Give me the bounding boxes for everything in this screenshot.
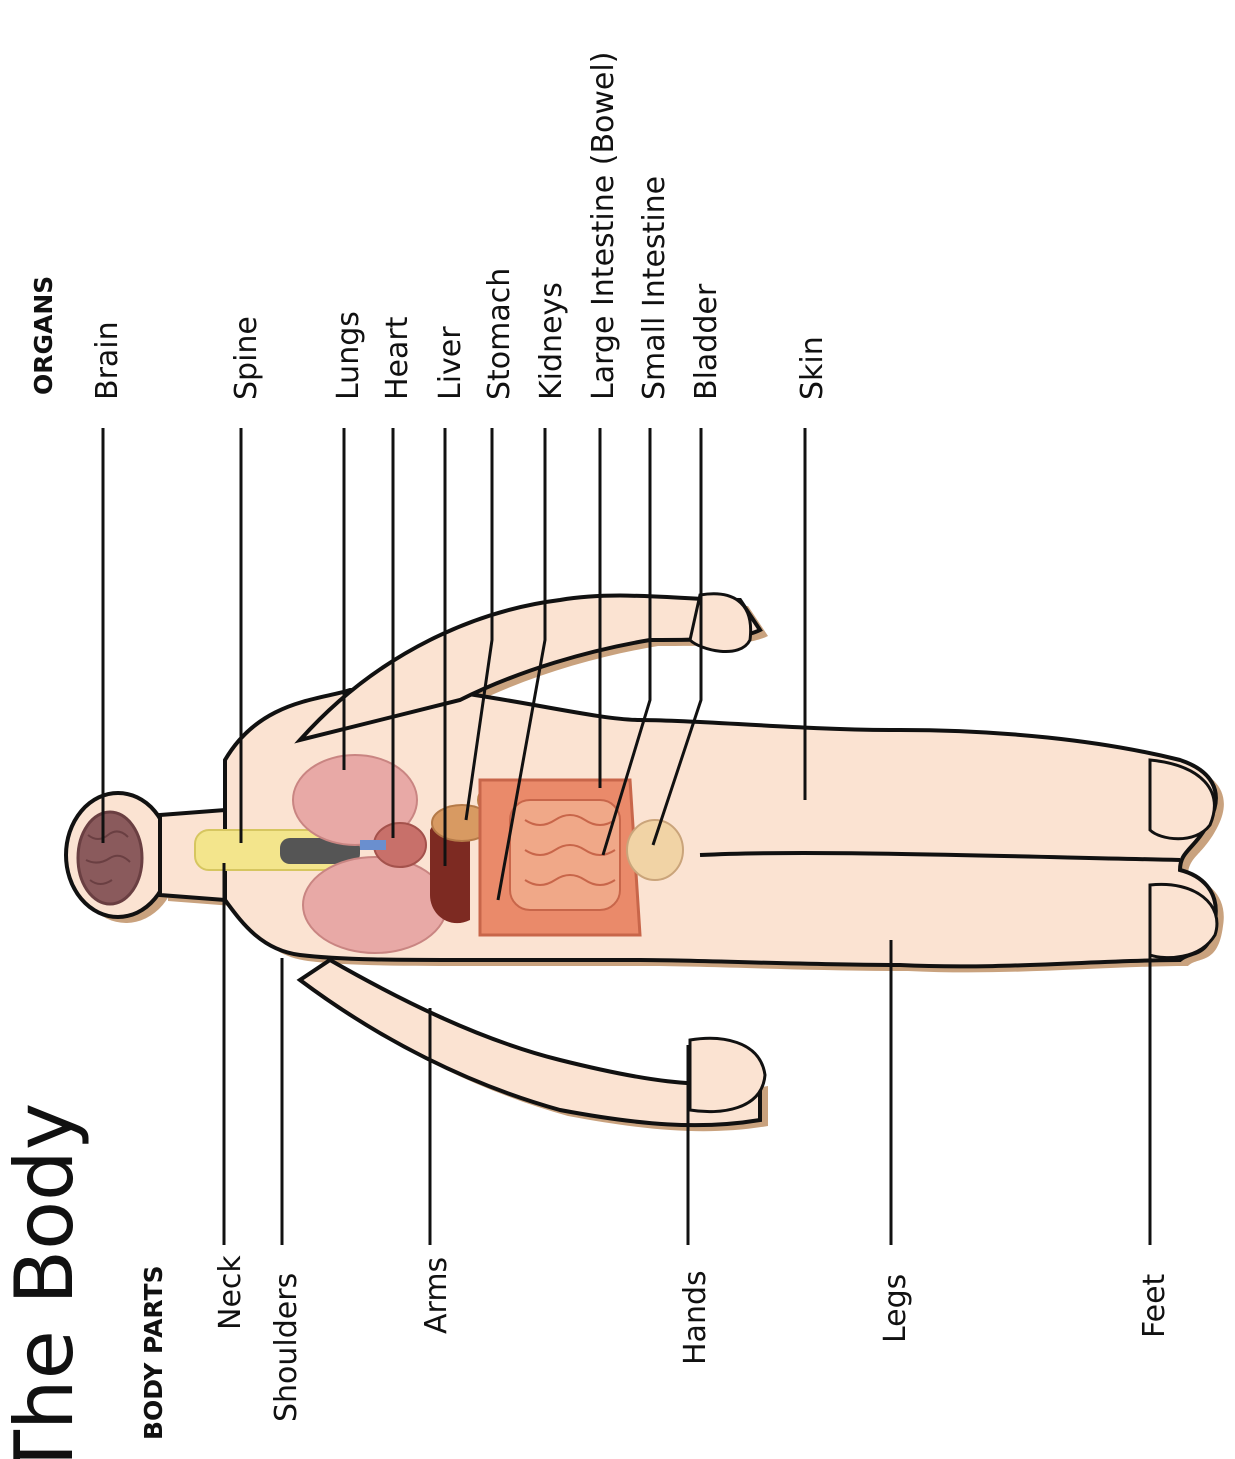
- label-skin: Skin: [795, 336, 830, 400]
- hand-top: [690, 594, 751, 652]
- label-lungs: Lungs: [331, 311, 366, 400]
- body-parts-header: BODY PARTS: [139, 1265, 168, 1440]
- label-spine: Spine: [229, 316, 264, 400]
- label-feet: Feet: [1137, 1273, 1172, 1338]
- brain-organ: [78, 812, 142, 904]
- label-small-intestine: Small Intestine: [637, 176, 672, 400]
- label-legs: Legs: [878, 1274, 913, 1343]
- label-brain: Brain: [90, 321, 125, 400]
- label-stomach: Stomach: [482, 268, 517, 400]
- label-neck: Neck: [213, 1255, 248, 1330]
- label-large-intestine: Large Intestine (Bowel): [586, 52, 621, 400]
- label-hands: Hands: [678, 1270, 713, 1365]
- diagram-title: The Body: [0, 1103, 91, 1459]
- label-shoulders: Shoulders: [269, 1273, 304, 1422]
- organs-header: ORGANS: [29, 276, 58, 395]
- label-kidneys: Kidneys: [534, 282, 569, 400]
- label-liver: Liver: [433, 326, 468, 400]
- label-bladder: Bladder: [689, 283, 724, 400]
- intestine-organ: [480, 780, 640, 935]
- label-heart: Heart: [380, 316, 415, 400]
- label-arms: Arms: [419, 1257, 454, 1334]
- bladder-organ: [627, 820, 683, 880]
